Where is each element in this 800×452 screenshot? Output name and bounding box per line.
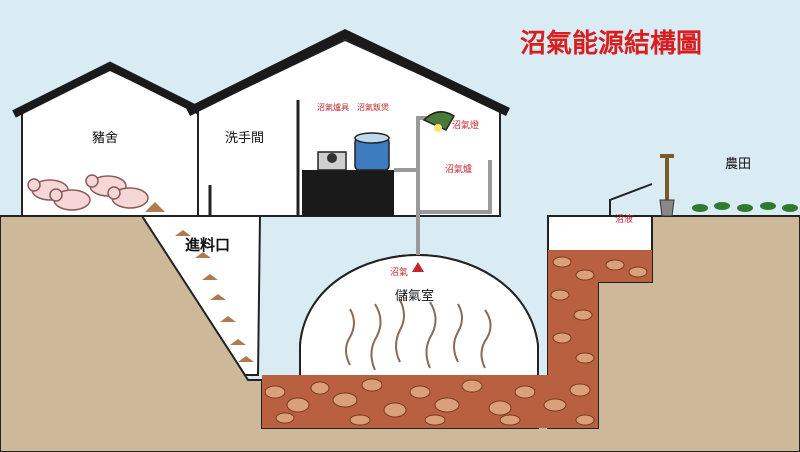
slurry-rocks [262,375,598,428]
label-farmland: 農田 [725,157,751,172]
stove-counter [302,132,394,216]
label-chamber: 儲氣室 [395,288,434,304]
label-biogas-stove: 沼氣爐具 [317,102,349,112]
label-slurry: 沼液 [615,213,633,225]
label-washroom: 洗手間 [225,131,264,146]
gas-wisps [345,299,492,371]
inlet-feed [175,230,254,362]
lamp-icon [422,111,456,132]
main-house [185,28,510,217]
label-pigsty: 豬舍 [92,131,118,146]
pig-group [27,174,149,211]
shovel-icon [659,154,675,217]
pigsty-house [12,61,208,217]
label-biogas-lamp: 沼氣燈 [452,119,479,131]
label-biogas-up: 沼氣 [390,266,408,278]
diagram-title: 沼氣能源結構圖 [520,28,702,59]
plant-icon [692,202,798,212]
label-biogas-heater: 沼氣爐 [445,163,472,175]
outlet-pipe [609,183,653,216]
outlet-slurry [548,250,652,380]
manure-pile [145,202,165,212]
label-inlet: 進料口 [185,236,230,254]
gas-arrow [412,262,424,272]
label-biogas-cooker: 沼氣飯煲 [357,102,389,112]
